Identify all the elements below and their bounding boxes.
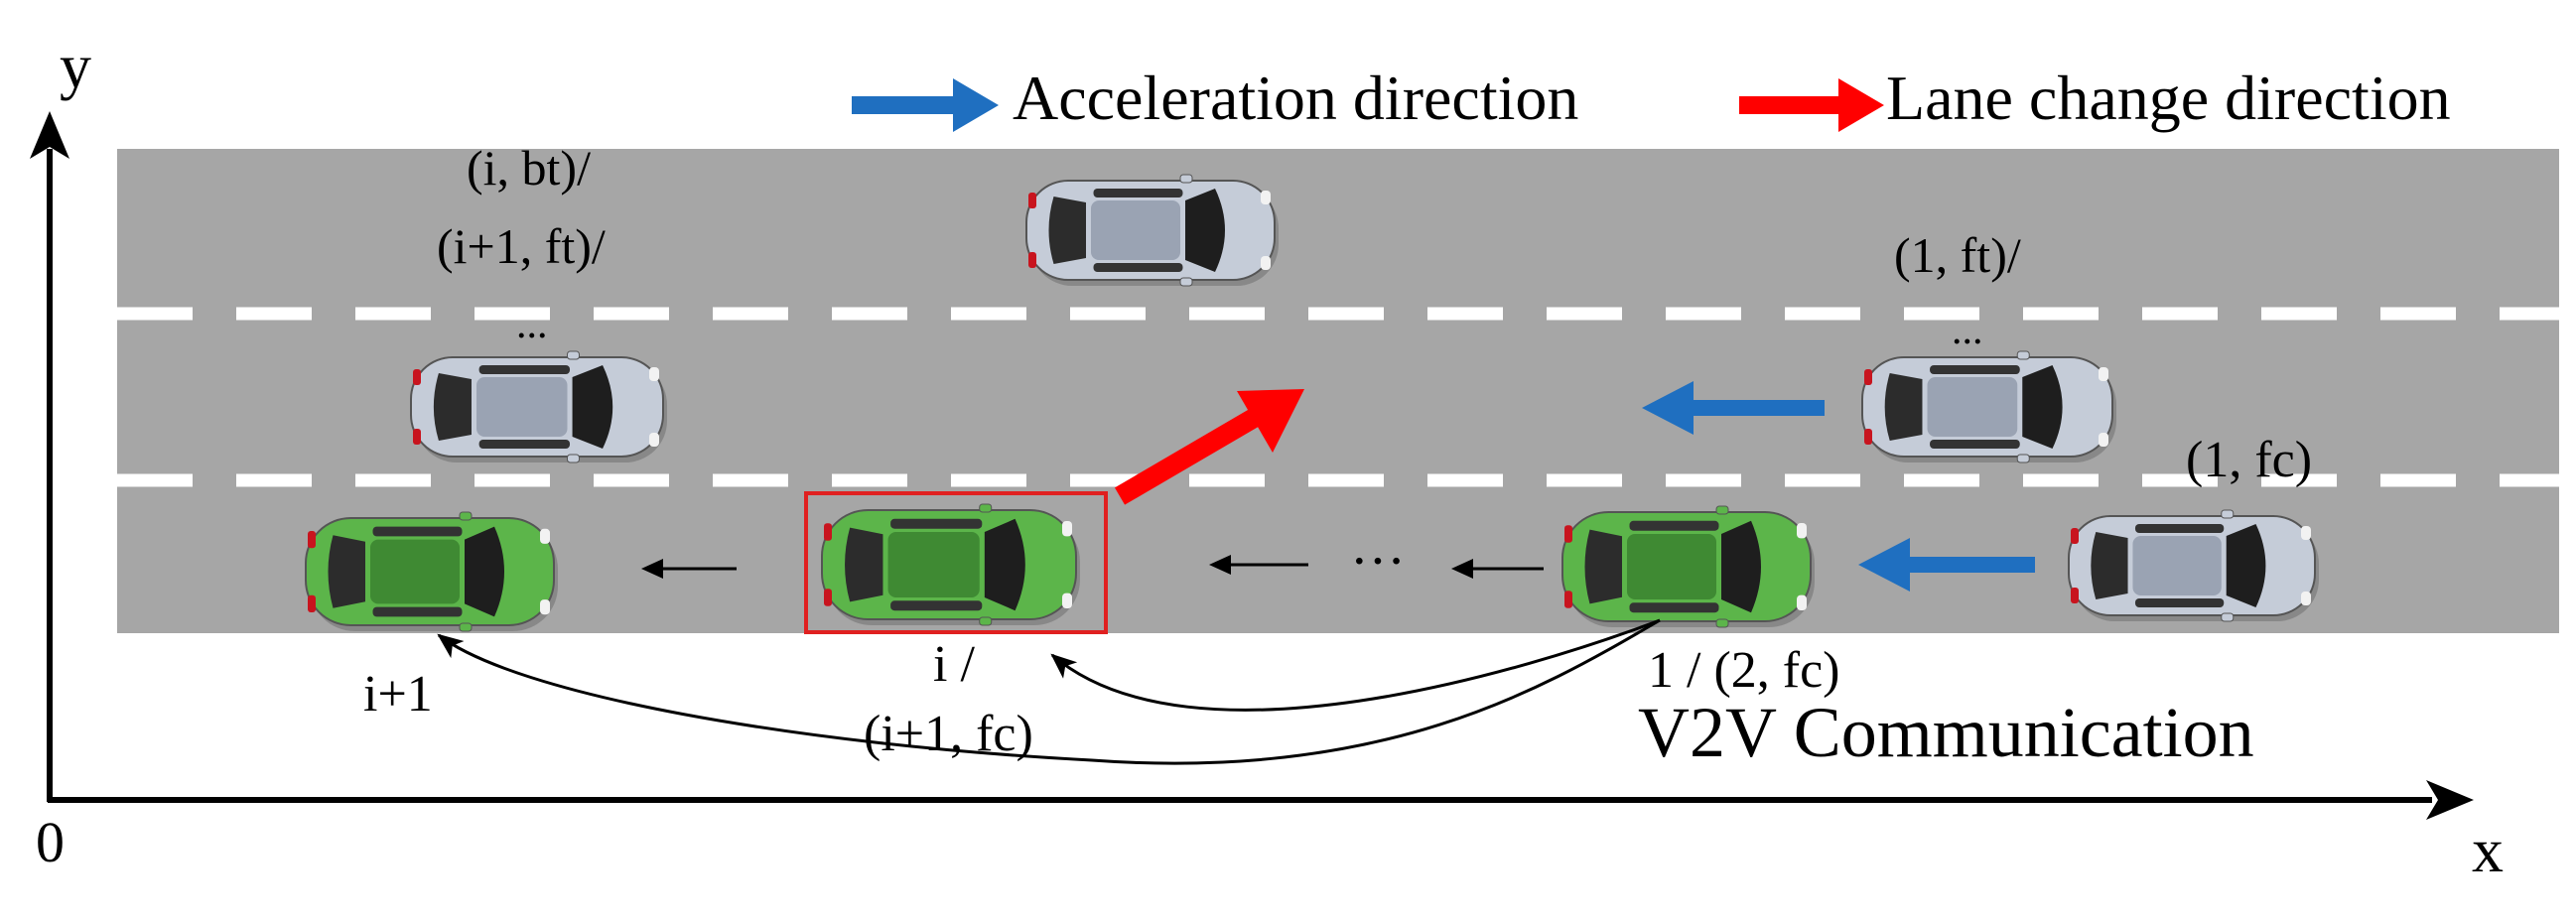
- label-car-i-fc: (i+1, fc): [864, 706, 1033, 762]
- platoon-car-middle: [821, 503, 1080, 626]
- legend-lane-change-arrow-icon: [1739, 78, 1884, 132]
- other-car-lower-right: [2068, 509, 2319, 622]
- acceleration-arrow-head-lower: [1858, 538, 1910, 592]
- origin-label: 0: [36, 810, 65, 874]
- legend-acceleration-arrow-icon: [852, 78, 999, 132]
- lane-change-arrow-shaft: [1114, 405, 1267, 505]
- legend-lane-change-label: Lane change direction: [1886, 63, 2451, 133]
- other-car-middle-left: [410, 350, 667, 463]
- label-1-ft: (1, ft)/: [1894, 227, 2021, 283]
- platoon-arrow-front-head: [1451, 559, 1473, 579]
- platoon-car-rear: [305, 511, 558, 632]
- label-top-left-dots: ...: [516, 302, 548, 347]
- platoon-car-leader: [1561, 505, 1815, 628]
- label-i-plus-1-ft: (i+1, ft)/: [437, 218, 606, 274]
- label-leader: 1 / (2, fc): [1648, 642, 1839, 699]
- y-axis-arrowhead: [30, 111, 69, 159]
- label-1-fc: (1, fc): [2186, 432, 2312, 488]
- x-axis-arrowhead: [2426, 780, 2474, 820]
- acceleration-arrow-shaft-upper: [1690, 400, 1825, 416]
- label-car-i-plus-1: i+1: [363, 666, 433, 723]
- label-v2v-communication: V2V Communication: [1638, 693, 2254, 772]
- acceleration-arrow-shaft-lower: [1906, 557, 2035, 573]
- lane-change-arrow-head: [1237, 389, 1304, 453]
- highlight-box: [804, 491, 1108, 634]
- vehicles: [305, 174, 2319, 632]
- label-car-i: i /: [933, 636, 975, 693]
- platoon-arrow-rear-head: [641, 559, 663, 579]
- other-car-middle-right: [1861, 350, 2116, 463]
- label-i-bt: (i, bt)/: [467, 140, 591, 196]
- legend-acceleration-label: Acceleration direction: [1013, 63, 1578, 133]
- y-axis-label: y: [60, 31, 91, 101]
- acceleration-arrow-head-upper: [1642, 381, 1694, 435]
- v2v-link-to-car-i: [1050, 618, 1661, 712]
- v2v-link-to-car-i-plus-1: [437, 618, 1661, 765]
- label-top-right-dots: ...: [1952, 308, 1983, 353]
- platoon-arrow-middle-head: [1209, 555, 1231, 575]
- platoon-chain-dots: ···: [1350, 531, 1406, 593]
- other-car-top-lane: [1025, 174, 1279, 287]
- x-axis-label: x: [2472, 815, 2504, 885]
